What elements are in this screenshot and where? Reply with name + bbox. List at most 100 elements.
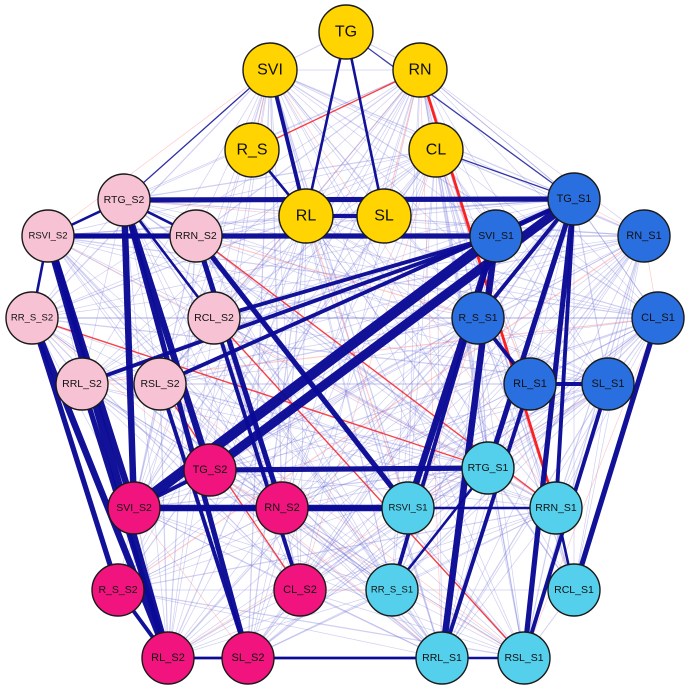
node-circle xyxy=(503,357,557,411)
background-edge xyxy=(299,383,609,591)
background-edge xyxy=(419,69,645,237)
node-SVI_S2[interactable]: SVI_S2 xyxy=(107,481,161,535)
background-edge xyxy=(167,198,575,659)
background-edge xyxy=(159,317,659,385)
background-edge xyxy=(133,507,525,659)
background-edge xyxy=(281,198,575,509)
background-edge xyxy=(133,317,215,509)
node-CL_S2[interactable]: CL_S2 xyxy=(273,563,327,617)
node-RRN_S1[interactable]: RRN_S1 xyxy=(529,481,583,535)
node-TG[interactable]: TG xyxy=(318,4,374,60)
node-SVI_S1[interactable]: SVI_S1 xyxy=(469,209,523,263)
node-circle xyxy=(133,357,187,411)
background-edge xyxy=(391,507,557,591)
node-circle xyxy=(581,357,635,411)
background-edge xyxy=(47,235,161,385)
node-circle xyxy=(617,209,671,263)
node-RL[interactable]: RL xyxy=(278,188,334,244)
node-circle xyxy=(273,563,327,617)
background-edge xyxy=(133,507,393,591)
node-TG_S1[interactable]: TG_S1 xyxy=(547,172,601,226)
background-edge xyxy=(435,149,645,237)
background-edge xyxy=(529,235,645,385)
background-edge xyxy=(573,383,609,591)
node-CL_S1[interactable]: CL_S1 xyxy=(631,291,685,345)
node-RR_S_S2[interactable]: RR_S_S2 xyxy=(5,291,59,345)
background-edge xyxy=(117,198,575,591)
background-edge xyxy=(213,317,489,469)
node-circle xyxy=(255,481,309,535)
background-edge xyxy=(47,69,271,237)
node-R_S_S2[interactable]: R_S_S2 xyxy=(91,563,145,617)
node-RL_S2[interactable]: RL_S2 xyxy=(141,631,195,685)
node-SL_S1[interactable]: SL_S1 xyxy=(581,357,635,411)
node-R_S[interactable]: R_S xyxy=(224,122,280,178)
background-edge xyxy=(167,317,479,659)
node-circle xyxy=(318,4,374,60)
edge-RR_S_S2-R_S_S2 xyxy=(29,315,121,593)
background-edge xyxy=(247,215,307,659)
node-SL[interactable]: SL xyxy=(356,188,412,244)
node-RRL_S2[interactable]: RRL_S2 xyxy=(55,357,109,411)
background-edge xyxy=(167,507,557,659)
node-RCL_S2[interactable]: RCL_S2 xyxy=(187,291,241,345)
edge-RTG_S2-SL_S2 xyxy=(121,197,251,661)
background-edge xyxy=(133,467,489,509)
node-SL_S2[interactable]: SL_S2 xyxy=(221,631,275,685)
node-RR_S_S1[interactable]: RR_S_S1 xyxy=(365,563,419,617)
node-CL[interactable]: CL xyxy=(408,122,464,178)
node-circle xyxy=(392,42,448,98)
background-edge xyxy=(299,198,575,591)
background-edge xyxy=(281,507,443,659)
node-RSVI_S1[interactable]: RSVI_S1 xyxy=(381,481,435,535)
node-RSL_S1[interactable]: RSL_S1 xyxy=(497,631,551,685)
background-edge xyxy=(419,69,659,319)
background-edge xyxy=(133,69,421,509)
background-edge xyxy=(117,507,557,591)
background-edge xyxy=(133,507,249,659)
background-edge xyxy=(407,383,609,509)
node-RSVI_S2[interactable]: RSVI_S2 xyxy=(21,209,75,263)
background-edge xyxy=(299,589,525,659)
edge-RCL_S2-SVI_S1 xyxy=(212,234,498,320)
node-RRL_S1[interactable]: RRL_S1 xyxy=(415,631,469,685)
background-edge xyxy=(269,69,497,237)
background-edge xyxy=(81,383,283,509)
background-edge xyxy=(81,215,307,385)
background-edge xyxy=(167,589,393,659)
node-R_S_S1[interactable]: R_S_S1 xyxy=(451,291,505,345)
node-RN_S1[interactable]: RN_S1 xyxy=(617,209,671,263)
node-circle xyxy=(91,563,145,617)
background-edge xyxy=(407,317,659,509)
node-RCL_S1[interactable]: RCL_S1 xyxy=(547,563,601,617)
background-edge xyxy=(117,317,659,591)
background-edge xyxy=(573,198,609,385)
background-edge xyxy=(281,317,659,509)
background-edge xyxy=(305,215,443,659)
node-SVI[interactable]: SVI xyxy=(242,42,298,98)
node-RSL_S2[interactable]: RSL_S2 xyxy=(133,357,187,411)
node-circle xyxy=(183,443,237,497)
node-RRN_S2[interactable]: RRN_S2 xyxy=(169,209,223,263)
edge-RL-TG xyxy=(304,30,348,218)
background-edge xyxy=(81,149,437,385)
background-edge xyxy=(247,467,489,659)
node-RN[interactable]: RN xyxy=(392,42,448,98)
node-circle xyxy=(461,441,515,495)
background-edge xyxy=(47,235,393,591)
background-edge xyxy=(269,69,525,659)
node-TG_S2[interactable]: TG_S2 xyxy=(183,443,237,497)
background-edge xyxy=(31,235,645,319)
node-RL_S1[interactable]: RL_S1 xyxy=(503,357,557,411)
background-edge xyxy=(441,383,609,659)
background-edge xyxy=(209,215,307,471)
edge-TG_S1-RTG_S1 xyxy=(485,196,577,471)
node-RN_S2[interactable]: RN_S2 xyxy=(255,481,309,535)
background-edge xyxy=(195,235,659,319)
node-RTG_S1[interactable]: RTG_S1 xyxy=(461,441,515,495)
node-circle xyxy=(187,291,241,345)
node-circle xyxy=(97,173,151,227)
node-RTG_S2[interactable]: RTG_S2 xyxy=(97,173,151,227)
